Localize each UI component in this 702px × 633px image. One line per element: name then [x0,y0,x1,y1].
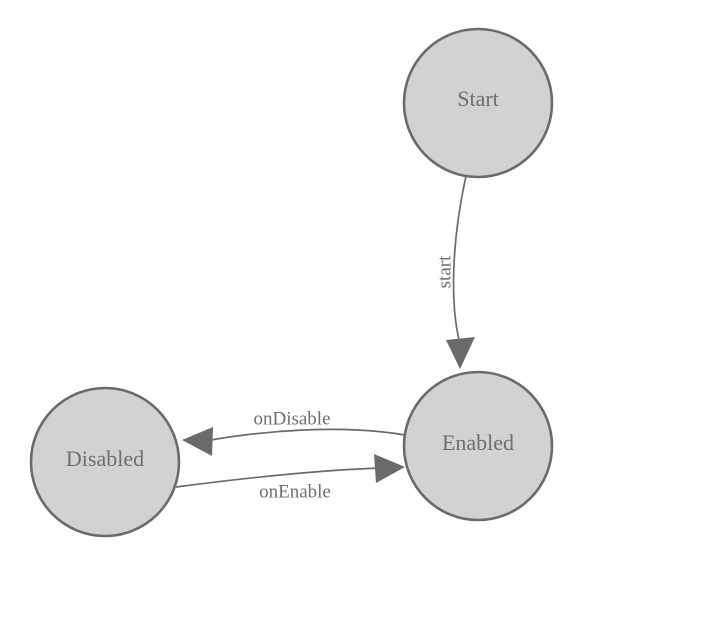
edge-on-disable[interactable]: onDisable [182,408,406,456]
node-enabled-label: Enabled [442,430,514,455]
node-start-circle [402,27,554,179]
node-enabled[interactable]: Enabled [402,370,554,522]
node-start[interactable]: Start [402,27,554,179]
node-disabled-circle [29,386,181,538]
edge-on-enable-arrowhead [374,454,405,483]
edge-start[interactable]: start [434,175,475,369]
edge-on-disable-path [204,428,406,442]
edge-on-enable-path [175,467,383,488]
edge-on-enable[interactable]: onEnable [175,454,405,502]
edge-start-path [452,175,467,341]
node-start-label: Start [457,86,499,111]
edge-on-disable-arrowhead [182,427,213,456]
edge-on-disable-label: onDisable [253,408,330,429]
edge-start-label: start [434,255,455,288]
node-disabled-label: Disabled [66,446,144,471]
node-disabled[interactable]: Disabled [29,386,181,538]
edge-start-arrowhead [446,337,475,369]
node-enabled-circle [402,370,554,522]
edge-on-enable-label: onEnable [259,481,331,502]
